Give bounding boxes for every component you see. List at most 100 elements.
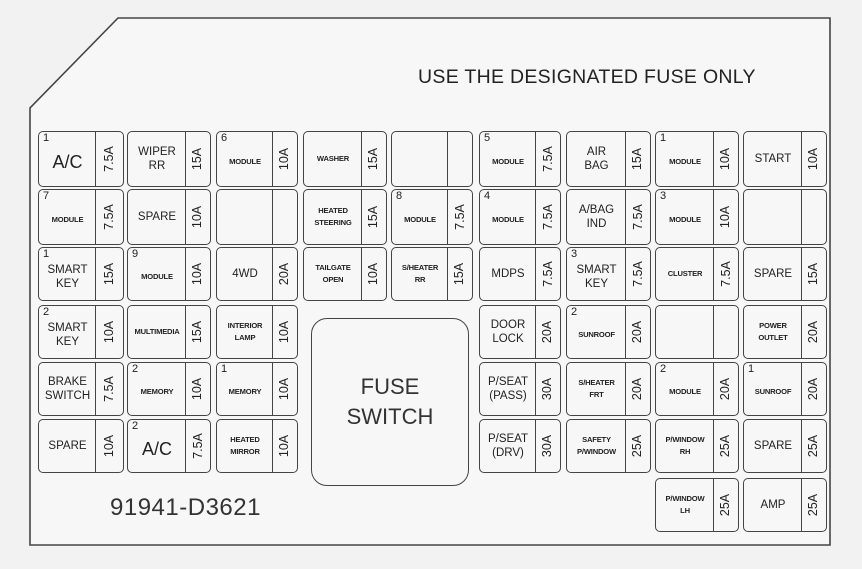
fuse-rating: 15A (361, 132, 386, 186)
fuse-rating: 15A (185, 132, 210, 186)
fuse-rating: 7.5A (95, 363, 123, 415)
fuse-rating-text: 10A (277, 377, 292, 401)
fuse-rating-text: 7.5A (540, 146, 555, 172)
fuse-rating: 10A (272, 420, 297, 472)
fuse-rating-text: 10A (366, 262, 381, 286)
fuse-divider (185, 420, 186, 472)
fuse-rating: 10A (713, 132, 738, 186)
fuse-rating: 7.5A (713, 248, 738, 300)
fuse-rating: 7.5A (535, 248, 560, 300)
fuse-label: A/C (52, 151, 83, 172)
fuse-divider (185, 363, 186, 415)
fuse-rating-text: 15A (630, 147, 645, 171)
fuse-divider (713, 132, 714, 186)
fuse-number: 1 (748, 363, 755, 375)
fuse-slot: 4WD 20A (216, 247, 298, 301)
fuse-divider (625, 132, 626, 186)
fuse-rating-text: 7.5A (540, 204, 555, 230)
fuse-label: WIPER RR (138, 145, 176, 172)
fuse-number: 5 (484, 132, 491, 144)
fuse-rating (272, 190, 297, 244)
fuse-label: SMART KEY (47, 321, 88, 348)
fuse-rating-text: 10A (277, 147, 292, 171)
fuse-label: MDPS (491, 267, 525, 280)
fuse-divider (95, 363, 96, 415)
fuse-label: 4WD (232, 267, 258, 280)
fuse-rating-text: 15A (366, 147, 381, 171)
fuse-label: INTERIOR LAMP (227, 320, 263, 342)
fuse-label: MODULE (492, 156, 524, 166)
fuse-rating: 15A (185, 306, 210, 358)
fuse-rating: 10A (272, 306, 297, 358)
fuse-rating: 15A (801, 248, 826, 300)
fuse-slot: MDPS 7.5A (479, 247, 561, 301)
fuse-number: 9 (132, 248, 139, 260)
fuse-label: SPARE (137, 210, 177, 223)
fuse-rating: 20A (713, 363, 738, 415)
fuse-slot: P/SEAT (PASS)30A (479, 362, 561, 416)
fuse-label: MODULE (51, 214, 84, 224)
fuse-divider (185, 132, 186, 186)
fuse-divider (535, 420, 536, 472)
fuse-rating: 7.5A (185, 420, 210, 472)
fuse-slot: INTERIOR LAMP 10A (216, 305, 298, 359)
fuse-divider (801, 306, 802, 358)
fuse-label: MEMORY (228, 386, 262, 396)
fuse-rating-text: 20A (277, 262, 292, 286)
fuse-rating-text: 20A (630, 377, 645, 401)
fuse-rating-text: 7.5A (102, 146, 116, 172)
fuse-rating-text: 7.5A (452, 204, 467, 230)
fuse-label (746, 190, 800, 244)
fuse-divider (185, 190, 186, 244)
fuse-number: 1 (221, 363, 228, 375)
fuse-rating-text: 10A (190, 262, 205, 286)
fuse-divider (801, 248, 802, 300)
fuse-rating-text: 25A (718, 434, 733, 458)
fuse-divider (535, 190, 536, 244)
fuse-label: MODULE (669, 214, 701, 224)
fuse-divider (625, 363, 626, 415)
fuse-label: TAILGATE OPEN (315, 262, 351, 284)
fuse-divider (95, 132, 96, 186)
fuse-label: SPARE (753, 267, 793, 280)
fuse-divider (447, 190, 448, 244)
fuse-divider (713, 306, 714, 358)
fuse-label: MODULE (229, 156, 261, 166)
fuse-label: SUNROOF (578, 329, 615, 339)
fuse-rating: 10A (801, 132, 826, 186)
fuse-rating-text: 7.5A (718, 261, 733, 287)
fuse-rating (801, 190, 826, 244)
fuse-rating-text: 15A (190, 147, 205, 171)
fuse-divider (625, 248, 626, 300)
fuse-divider (95, 420, 96, 472)
fuse-label: BRAKE SWITCH (44, 375, 91, 402)
fuse-label: SMART KEY (576, 263, 617, 290)
fuse-rating: 30A (535, 363, 560, 415)
fuse-number: 7 (43, 190, 50, 202)
fuse-divider (185, 248, 186, 300)
fuse-divider (535, 363, 536, 415)
fuse-divider (713, 420, 714, 472)
fuse-divider (625, 306, 626, 358)
fuse-rating: 7.5A (447, 190, 472, 244)
fuse-divider (625, 190, 626, 244)
fuse-divider (713, 363, 714, 415)
fuse-divider (535, 132, 536, 186)
fuse-label: SPARE (48, 439, 87, 452)
